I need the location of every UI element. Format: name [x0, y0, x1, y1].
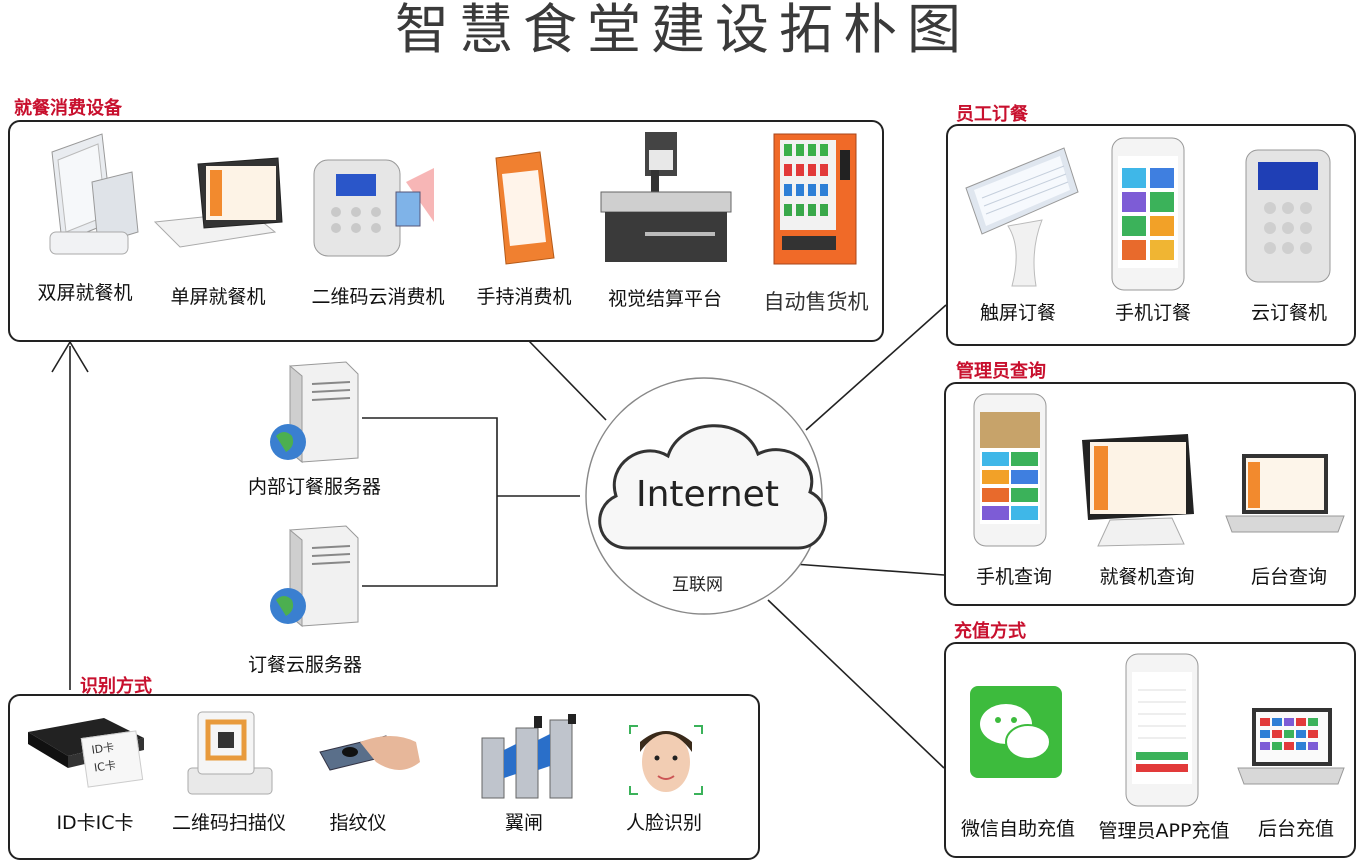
qr-scanner-icon: [187, 711, 273, 795]
internal-server-label: 内部订餐服务器: [248, 476, 382, 498]
id-ic-card: ID卡 IC卡: [80, 730, 144, 788]
dining-query-terminal-icon: [1082, 434, 1194, 547]
vision-checkout-platform-icon: [600, 132, 732, 262]
internet-text: Internet: [636, 474, 779, 515]
recharge-panel: 微信自助充值 管理员APP充值 后台充值: [944, 642, 1356, 858]
dining-panel-title: 就餐消费设备: [14, 98, 122, 119]
single-screen-terminal-icon: [153, 157, 283, 248]
dual-screen-terminal-icon: [49, 133, 139, 255]
backend-query-laptop-icon: [1225, 454, 1345, 533]
dining-panel: 双屏就餐机 单屏就餐机 二维码云消费机 手持消费机 视觉结算平台 自动售货机: [8, 120, 884, 342]
recharge-panel-title: 充值方式: [954, 621, 1026, 642]
wechat-icon: [970, 686, 1062, 778]
cloud-server-icon: [270, 525, 359, 628]
admin-panel: 手机查询 就餐机查询 后台查询: [944, 382, 1356, 606]
line-servers-bracket: [362, 417, 498, 587]
line-staff-to-internet: [805, 304, 947, 431]
internal-server-icon: [270, 361, 359, 464]
staff-panel-title: 员工订餐: [956, 104, 1028, 125]
line-dining-to-internet: [527, 339, 607, 421]
cloud-server-label: 订餐云服务器: [248, 654, 363, 676]
internet-label: 互联网: [672, 575, 723, 595]
touch-kiosk-icon: [965, 147, 1079, 287]
arrow-head: [51, 340, 89, 373]
admin-panel-title: 管理员查询: [956, 361, 1046, 382]
line-recharge-to-internet: [767, 599, 945, 769]
cloud-shape: [598, 424, 828, 550]
turnstile-gate-icon: [481, 714, 576, 799]
face-recognition-icon: [626, 722, 706, 798]
handheld-consumer-icon: [495, 151, 555, 265]
line-admin-to-internet: [793, 563, 945, 576]
identify-panel: ID卡 IC卡 ID卡IC卡 二维码扫描仪 指纹仪 翼闸 人脸识别: [8, 694, 760, 860]
qr-cloud-consumer-icon: [313, 159, 434, 257]
identify-panel-title: 识别方式: [80, 676, 152, 697]
mobile-order-phone-icon: [1111, 137, 1185, 291]
backend-recharge-laptop-icon: [1237, 708, 1345, 785]
query-phone-icon: [973, 393, 1047, 547]
staff-panel: 触屏订餐 手机订餐 云订餐机: [946, 124, 1356, 346]
fingerprint-reader-icon: [319, 735, 420, 771]
page-title: 智慧食堂建设拓朴图: [395, 0, 971, 61]
cloud-order-machine-icon: [1245, 149, 1331, 283]
admin-app-phone-icon: [1125, 653, 1199, 807]
vending-machine-icon: [773, 133, 857, 265]
